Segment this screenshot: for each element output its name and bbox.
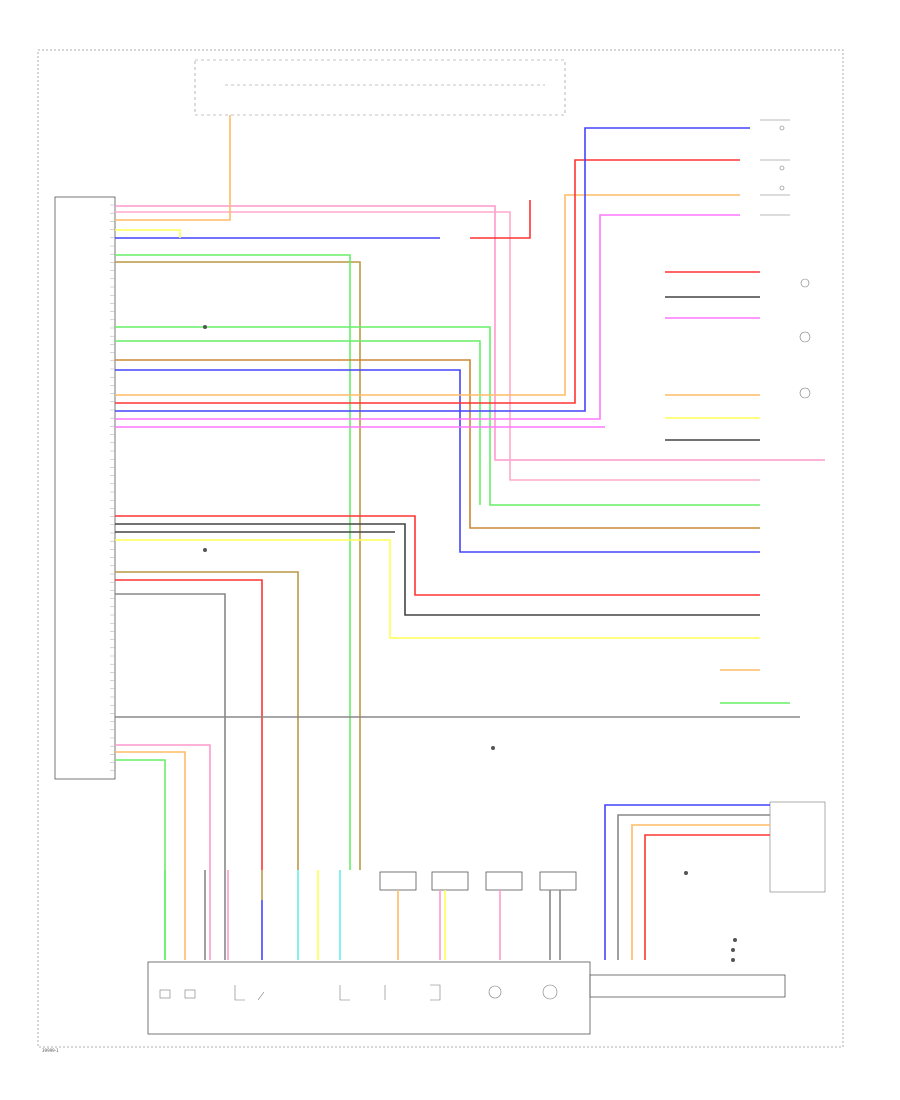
wire-pink-0 — [115, 205, 825, 461]
wire-orange-38 — [631, 824, 770, 960]
wire-red-17 — [115, 515, 760, 596]
wire-red-39 — [644, 834, 770, 960]
wire-yellow-20 — [115, 539, 760, 639]
wire-red-4 — [470, 200, 531, 239]
diagram-frame — [37, 49, 844, 1048]
wire-pink-25 — [115, 744, 211, 870]
wire-darkgray-18 — [115, 523, 760, 616]
bottom-sensors — [379, 871, 577, 891]
id-label: 39999-1 — [42, 1048, 59, 1053]
wire-orange-26 — [115, 751, 186, 870]
right-bottom-harness-box — [769, 801, 826, 893]
bottom-module-symbols — [159, 984, 558, 1001]
wire-magenta-15 — [115, 214, 740, 420]
wire-gray-37 — [617, 814, 770, 960]
wire-gray-23 — [115, 593, 226, 960]
bottom-module-box — [147, 961, 591, 1035]
module-pin-labels — [110, 204, 115, 772]
top-junction-block — [194, 59, 566, 116]
wire-blue-14 — [115, 127, 750, 412]
mirror-switch — [760, 119, 790, 216]
wire-green-8 — [115, 326, 760, 506]
wire-red-13 — [115, 159, 740, 404]
control-module-box — [54, 196, 116, 780]
bottom-right-module-box — [589, 974, 786, 998]
wire-blue-11 — [115, 369, 760, 553]
wire-group — [115, 115, 825, 960]
switch-symbols — [203, 125, 811, 962]
wire-orange-12 — [115, 194, 740, 396]
wire-olive-6 — [115, 261, 361, 870]
wire-green-7 — [115, 254, 351, 870]
wire-green-27 — [115, 759, 166, 960]
wire-green-9 — [115, 340, 481, 505]
diagram-id-label: 39999-1 — [42, 1048, 59, 1053]
wire-blue-36 — [604, 804, 770, 960]
wire-lightpink-1 — [115, 211, 760, 481]
wire-red-21 — [115, 579, 263, 870]
wire-orange-2 — [115, 115, 231, 221]
wire-yellow-5 — [115, 229, 181, 238]
wire-brown-10 — [115, 359, 760, 529]
wire-olive-22 — [115, 571, 299, 870]
